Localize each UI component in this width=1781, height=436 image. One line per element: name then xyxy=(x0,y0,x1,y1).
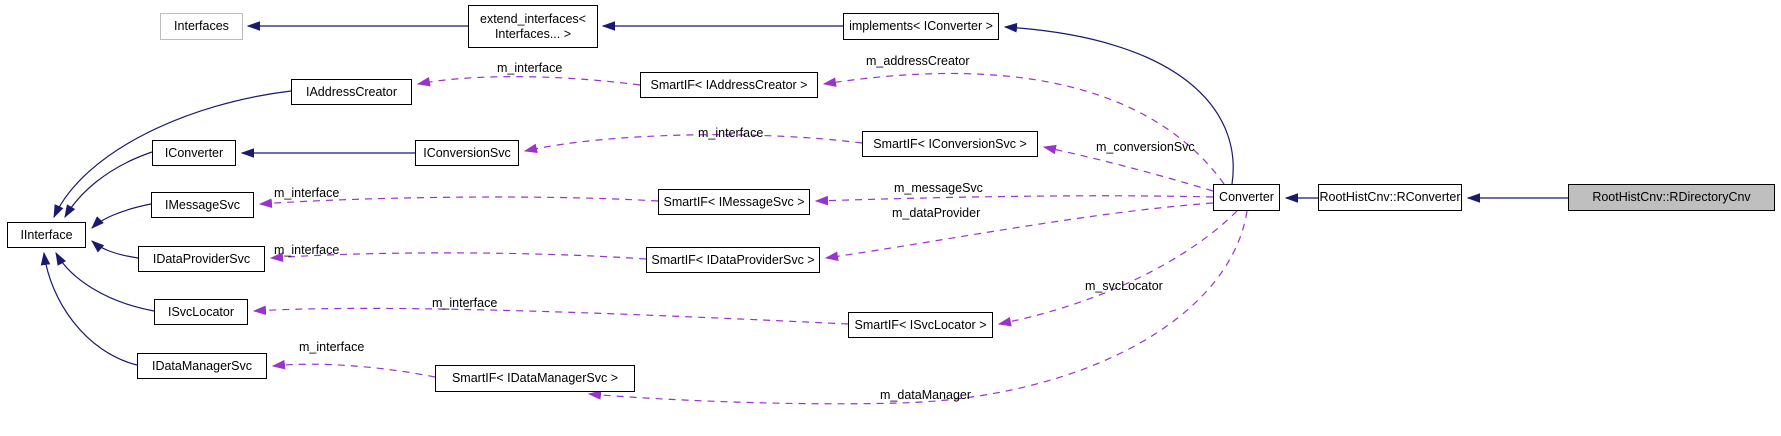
node-iaddresscreator[interactable]: IAddressCreator xyxy=(291,79,412,105)
edge-usage-converter-to-smartifmsgsvc xyxy=(814,195,1214,206)
edge-inherit-idataprovidersvc-to-iinterface xyxy=(91,240,139,259)
node-smartif-idataprovidersvc[interactable]: SmartIF< IDataProviderSvc > xyxy=(646,247,820,273)
edge-label-m-interface-addresscreator: m_interface xyxy=(497,61,563,75)
node-interfaces[interactable]: Interfaces xyxy=(160,13,243,40)
edge-inherit-imessagesvc-to-iinterface xyxy=(91,203,152,229)
edge-usage-smartifsvcloc-to-isvclocator xyxy=(252,305,849,325)
edge-inherit-isvclocator-to-iinterface xyxy=(55,251,155,312)
edge-usage-converter-to-smartifsvcloc xyxy=(997,210,1238,327)
edge-usage-smartifmsgsvc-to-imessagesvc xyxy=(258,196,659,208)
edge-label-m-conversionsvc: m_conversionSvc xyxy=(1096,140,1195,154)
node-smartif-isvclocator[interactable]: SmartIF< ISvcLocator > xyxy=(848,312,993,338)
edge-label-m-svclocator: m_svcLocator xyxy=(1085,279,1163,293)
node-implements-iconverter[interactable]: implements< IConverter > xyxy=(843,13,999,40)
edge-label-m-interface-svclocator: m_interface xyxy=(432,296,498,310)
edge-label-m-interface-messagesvc: m_interface xyxy=(274,186,340,200)
edge-usage-smartifaddr-to-iaddresscreator xyxy=(416,76,641,87)
edge-label-m-interface-datamanager: m_interface xyxy=(299,340,365,354)
node-extend-interfaces[interactable]: extend_interfaces< Interfaces... > xyxy=(468,5,598,48)
node-iconverter[interactable]: IConverter xyxy=(152,140,236,166)
edge-label-m-datamanager: m_dataManager xyxy=(880,388,972,402)
edge-inherit-idatamanagersvc-to-iinterface xyxy=(40,251,138,366)
edge-inherit-iaddresscreator-to-iinterface xyxy=(53,90,292,219)
node-smartif-iaddresscreator[interactable]: SmartIF< IAddressCreator > xyxy=(640,72,818,98)
node-roothistcnv-rdirectorycnv: RootHistCnv::RDirectoryCnv xyxy=(1568,184,1775,211)
edge-label-m-messagesvc: m_messageSvc xyxy=(894,181,983,195)
edge-label-m-addresscreator: m_addressCreator xyxy=(866,54,970,68)
edge-usage-converter-to-smartifaddr xyxy=(822,72,1225,185)
node-smartif-imessagesvc[interactable]: SmartIF< IMessageSvc > xyxy=(658,189,810,215)
node-idataprovidersvc[interactable]: IDataProviderSvc xyxy=(138,246,265,272)
node-smartif-iconversionsvc[interactable]: SmartIF< IConversionSvc > xyxy=(862,131,1038,157)
edge-usage-converter-to-smartifdpsvc xyxy=(824,202,1214,262)
node-imessagesvc[interactable]: IMessageSvc xyxy=(151,192,254,218)
node-isvclocator[interactable]: ISvcLocator xyxy=(154,299,248,325)
edge-label-m-interface-conversionsvc: m_interface xyxy=(698,126,764,140)
node-iconversionsvc[interactable]: IConversionSvc xyxy=(415,140,519,166)
edge-usage-smartifdmsvc-to-idatamanagersvc xyxy=(271,359,436,378)
edge-usage-smartifconvsvc-to-iconversionsvc xyxy=(523,134,863,154)
edge-usage-converter-to-smartifconvsvc xyxy=(1042,144,1214,192)
node-roothistcnv-rconverter[interactable]: RootHistCnv::RConverter xyxy=(1318,184,1462,211)
node-iinterface[interactable]: IInterface xyxy=(7,222,86,248)
node-smartif-idatamanagersvc[interactable]: SmartIF< IDataManagerSvc > xyxy=(435,365,635,392)
edge-inherit-converter-to-implements xyxy=(1003,22,1234,185)
node-converter[interactable]: Converter xyxy=(1213,184,1280,211)
edge-inherit-iconverter-to-iinterface xyxy=(64,151,153,219)
edge-label-m-dataprovider: m_dataProvider xyxy=(892,206,981,220)
edge-usage-converter-to-smartifdmsvc xyxy=(587,210,1248,405)
node-idatamanagersvc[interactable]: IDataManagerSvc xyxy=(137,353,267,379)
edge-label-m-interface-dataprovider: m_interface xyxy=(274,243,340,257)
